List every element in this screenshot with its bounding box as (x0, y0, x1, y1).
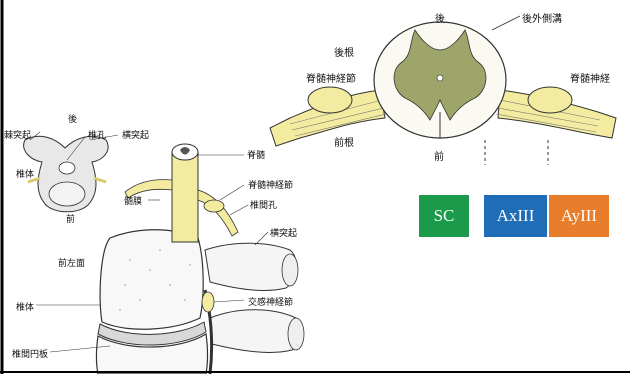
sv-label-spinal-cord: 脊髄 (247, 148, 265, 161)
sv-label-intervertebral-foramen: 椎間孔 (250, 198, 277, 211)
sv-label-intervertebral-disc: 椎間円板 (12, 347, 48, 360)
sv-label-dura: 髄膜 (124, 194, 142, 207)
sv-label-transverse-process: 横突起 (270, 226, 297, 239)
sv-label-sympathetic-ganglion: 交感神経節 (248, 295, 293, 308)
sv-label-spinal-ganglion: 脊髄神経節 (248, 178, 293, 191)
sv-label-anterior-left-surface: 前左面 (58, 256, 85, 269)
sv-label-vertebral-body: 椎体 (16, 300, 34, 313)
